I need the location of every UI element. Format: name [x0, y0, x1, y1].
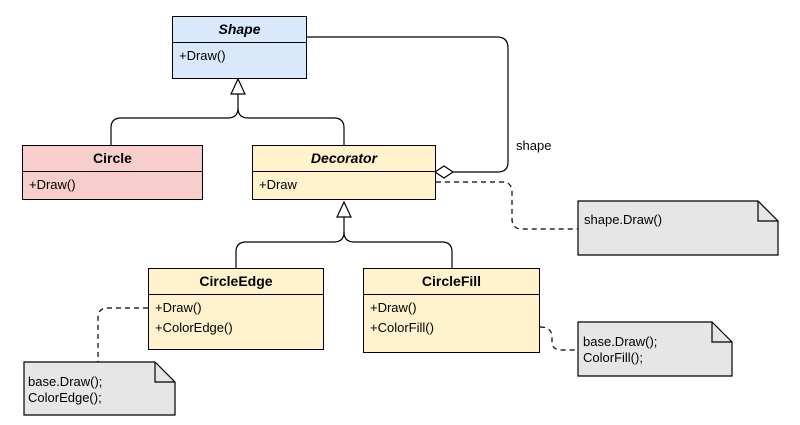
inheritance-arrowhead-decorator: [336, 200, 352, 218]
class-circleedge: CircleEdge +Draw() +ColorEdge(): [148, 268, 324, 350]
class-circle: Circle +Draw(): [22, 145, 203, 200]
class-circlefill: CircleFill +Draw() +ColorFill(): [363, 268, 540, 353]
class-decorator: Decorator +Draw: [252, 145, 436, 200]
note-circleedge-text: base.Draw(); ColorEdge();: [28, 374, 103, 405]
inheritance-edge-circleedge: [235, 217, 345, 268]
note-circlefill-text: base.Draw(); ColorFill();: [583, 334, 658, 365]
note-decorator: [577, 200, 779, 256]
class-circleedge-name: CircleEdge: [149, 269, 323, 295]
note-link-circleedge: [97, 307, 148, 362]
class-shape-method-draw: +Draw(): [179, 48, 226, 63]
class-shape: Shape +Draw(): [172, 16, 307, 79]
class-circlefill-method-draw: +Draw(): [370, 300, 417, 315]
note-decorator-text: shape.Draw(): [584, 212, 663, 227]
aggregation-label: shape: [516, 138, 552, 153]
note-link-circlefill: [539, 326, 578, 351]
class-circleedge-method-draw: +Draw(): [155, 300, 202, 315]
inheritance-edge-decorator: [237, 107, 345, 145]
note-circleedge: [23, 361, 176, 416]
note-link-decorator: [436, 181, 578, 230]
aggregation-diamond: [433, 165, 455, 179]
class-circle-name: Circle: [23, 146, 202, 172]
class-circleedge-method-coloredge: +ColorEdge(): [155, 320, 233, 335]
class-circlefill-method-colorfill: +ColorFill(): [370, 320, 434, 335]
inheritance-arrowhead-shape: [230, 77, 246, 95]
class-shape-name: Shape: [173, 17, 306, 43]
class-decorator-method-draw: +Draw: [259, 177, 297, 192]
inheritance-edge-circle: [110, 94, 239, 145]
class-decorator-name: Decorator: [253, 146, 435, 172]
aggregation-edge-shape: [307, 36, 509, 173]
class-circlefill-name: CircleFill: [364, 269, 539, 295]
inheritance-edge-circlefill: [343, 231, 453, 268]
note-circlefill: [577, 321, 733, 377]
class-circle-method-draw: +Draw(): [29, 177, 76, 192]
